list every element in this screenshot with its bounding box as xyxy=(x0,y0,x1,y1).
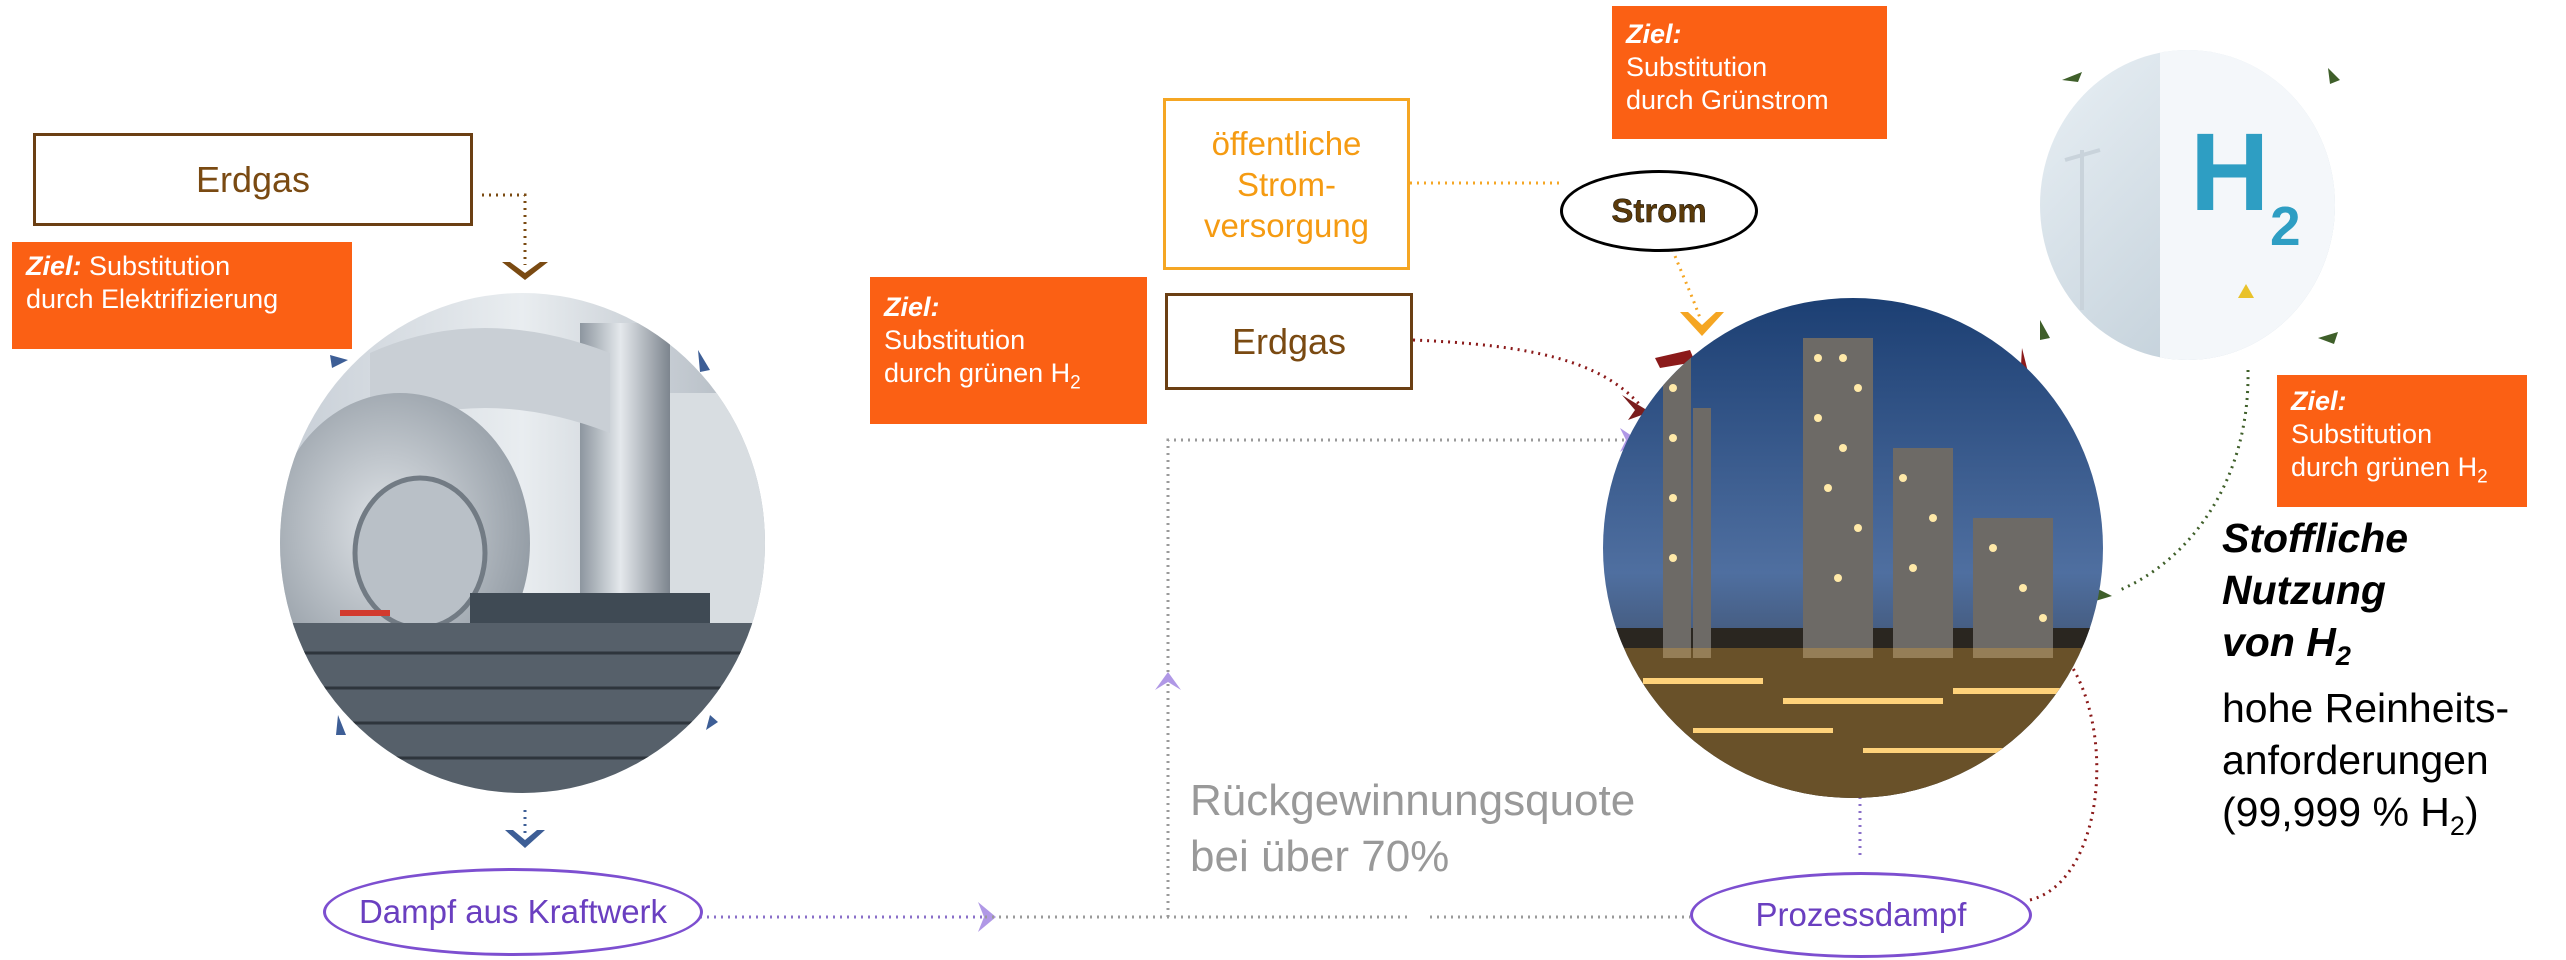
corner-marker xyxy=(2318,332,2338,344)
h2-badge-sub: 2 xyxy=(2270,195,2301,257)
h2-illustration: H 2 xyxy=(2040,50,2335,360)
goal-middle-text2: durch grünen H xyxy=(884,358,1071,388)
purity-line2: anforderungen xyxy=(2222,737,2489,784)
recovery-line2: bei über 70% xyxy=(1190,832,1450,881)
strom-arrow xyxy=(1680,312,1724,336)
steam-power-plant-ellipse: Dampf aus Kraftwerk xyxy=(323,868,703,956)
erdgas-left-arrow xyxy=(502,262,548,280)
public-power-line3: versorgung xyxy=(1203,206,1370,244)
strom-ellipse: Strom xyxy=(1560,170,1758,252)
process-steam-label: Prozessdampf xyxy=(1755,896,1967,933)
goal-left-text: Substitution xyxy=(89,251,231,281)
corner-marker xyxy=(336,715,346,735)
goal-middle-box: Ziel: Substitution durch grünen H2 xyxy=(870,277,1147,424)
goal-left-text2: durch Elektrifizierung xyxy=(26,284,279,314)
h2-photo: H 2 xyxy=(2040,50,2335,360)
process-steam-ellipse: Prozessdampf xyxy=(1690,872,2032,958)
recovery-up-arrow xyxy=(1155,672,1181,690)
boiler-photo xyxy=(280,293,765,793)
refinery-return-connector xyxy=(2029,638,2099,902)
erdgas-middle-label: Erdgas xyxy=(1231,320,1347,362)
goal-top-text: Substitution xyxy=(1626,52,1768,82)
goal-top-box: Ziel: Substitution durch Grünstrom xyxy=(1612,6,1887,139)
goal-middle-label: Ziel: xyxy=(884,292,940,322)
material-use-line3: von H xyxy=(2222,619,2336,665)
strom-label: Strom xyxy=(1611,192,1707,229)
goal-middle-text: Substitution xyxy=(884,325,1026,355)
goal-middle-sub: 2 xyxy=(1070,372,1081,394)
purity-line1: hohe Reinheits- xyxy=(2222,685,2510,732)
goal-right-text: Substitution xyxy=(2291,419,2433,449)
purity-line3-end: ) xyxy=(2464,789,2479,836)
boiler-illustration xyxy=(280,293,765,793)
material-use-line1: Stoffliche xyxy=(2222,515,2409,561)
erdgas-left-label: Erdgas xyxy=(195,158,311,200)
goal-right-sub: 2 xyxy=(2477,466,2488,488)
purity-sub: 2 xyxy=(2449,811,2465,842)
recovery-line1: Rückgewinnungsquote xyxy=(1190,776,1636,825)
goal-top-text2: durch Grünstrom xyxy=(1626,85,1829,115)
boiler-steam-arrow xyxy=(505,830,545,848)
purity-line3: (99,999 % H xyxy=(2222,789,2450,836)
material-use-text: Stoffliche Nutzung von H2 hohe Reinheits… xyxy=(2222,512,2562,852)
refinery-illustration xyxy=(1603,298,2103,798)
corner-marker xyxy=(2328,68,2340,84)
goal-left-label: Ziel: xyxy=(26,251,82,281)
public-power-line1: öffentliche xyxy=(1211,124,1362,162)
corner-marker xyxy=(2062,72,2082,82)
material-use-sub: 2 xyxy=(2335,641,2351,672)
h2-badge-text: H xyxy=(2190,111,2269,234)
recovery-text: Rückgewinnungsquote bei über 70% xyxy=(1190,773,1710,885)
corner-marker xyxy=(2040,320,2050,340)
recovery-vertical xyxy=(1166,438,1625,917)
warning-icon xyxy=(2238,284,2254,298)
steam-power-plant-label: Dampf aus Kraftwerk xyxy=(358,893,668,930)
corner-marker xyxy=(330,355,348,368)
goal-left-box: Ziel: Substitution durch Elektrifizierun… xyxy=(12,242,352,349)
corner-marker xyxy=(698,350,710,372)
goal-right-text2: durch grünen H xyxy=(2291,452,2478,482)
goal-top-label: Ziel: xyxy=(1626,19,1682,49)
goal-right-label: Ziel: xyxy=(2291,386,2347,416)
strom-connector xyxy=(1668,242,1702,319)
refinery-photo xyxy=(1603,298,2103,798)
public-power-box: öffentliche Strom- versorgung xyxy=(1163,98,1410,270)
material-use-line2: Nutzung xyxy=(2222,567,2386,613)
erdgas-middle-box: Erdgas xyxy=(1165,293,1413,390)
erdgas-left-box: Erdgas xyxy=(33,133,473,226)
erdgas-mid-connector xyxy=(1412,338,1642,406)
corner-marker xyxy=(706,715,718,730)
public-power-line2: Strom- xyxy=(1236,165,1336,203)
goal-right-box: Ziel: Substitution durch grünen H2 xyxy=(2277,375,2527,507)
erdgas-left-connector xyxy=(482,193,527,265)
